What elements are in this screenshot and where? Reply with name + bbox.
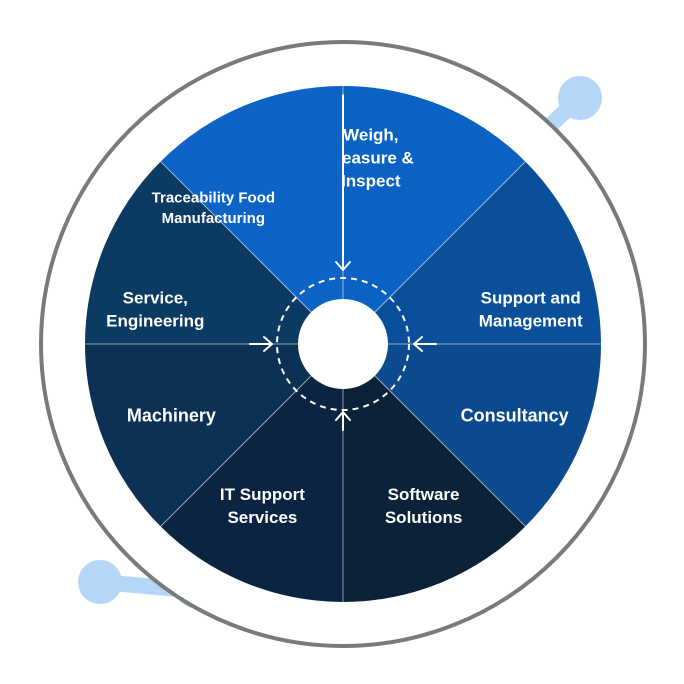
wheel-segment [85, 344, 343, 527]
segment-label-line: Manufacturing [162, 210, 265, 227]
dashed-inner-ring [276, 277, 410, 411]
segment-label-line: Software [388, 485, 460, 504]
arrow-left [249, 336, 273, 352]
arrow-right [413, 336, 437, 352]
wheel-segment [343, 86, 526, 344]
segment-label-line: Support and [481, 289, 581, 308]
segment-label-line: Engineering [106, 312, 204, 331]
segment-label-line: Management [479, 312, 583, 331]
wheel-segment [343, 344, 526, 602]
segment-label-line: IT Support [220, 485, 305, 504]
segment-label-line: Solutions [385, 508, 462, 527]
segment-label-line: Consultancy [461, 405, 569, 425]
segment-label-line: Measure & [328, 149, 414, 168]
segment-label: Consultancy [461, 405, 569, 425]
arrow-top [335, 94, 351, 271]
segment-label-line: Weigh, [343, 126, 398, 145]
segment-label-line: Services [227, 508, 297, 527]
wheel-segment [343, 161, 601, 344]
center-hub [298, 299, 388, 389]
segment-label-line: Service, [123, 289, 188, 308]
segment-label: Service, Engineering [106, 289, 204, 331]
segment-label: Weigh, Measure & Inspect [328, 126, 414, 191]
inward-arrows [249, 94, 437, 431]
wheel-segment [160, 344, 343, 602]
segment-label-line: Inspect [341, 172, 401, 191]
arrow-bottom [335, 411, 351, 431]
segment-label-line: Traceability Food [152, 190, 275, 207]
wheel-segment [343, 344, 601, 527]
wheel-segment [85, 161, 343, 344]
segment-label: Machinery [127, 405, 216, 425]
wheel-segment [160, 86, 343, 344]
segment-label-line: Machinery [127, 405, 216, 425]
